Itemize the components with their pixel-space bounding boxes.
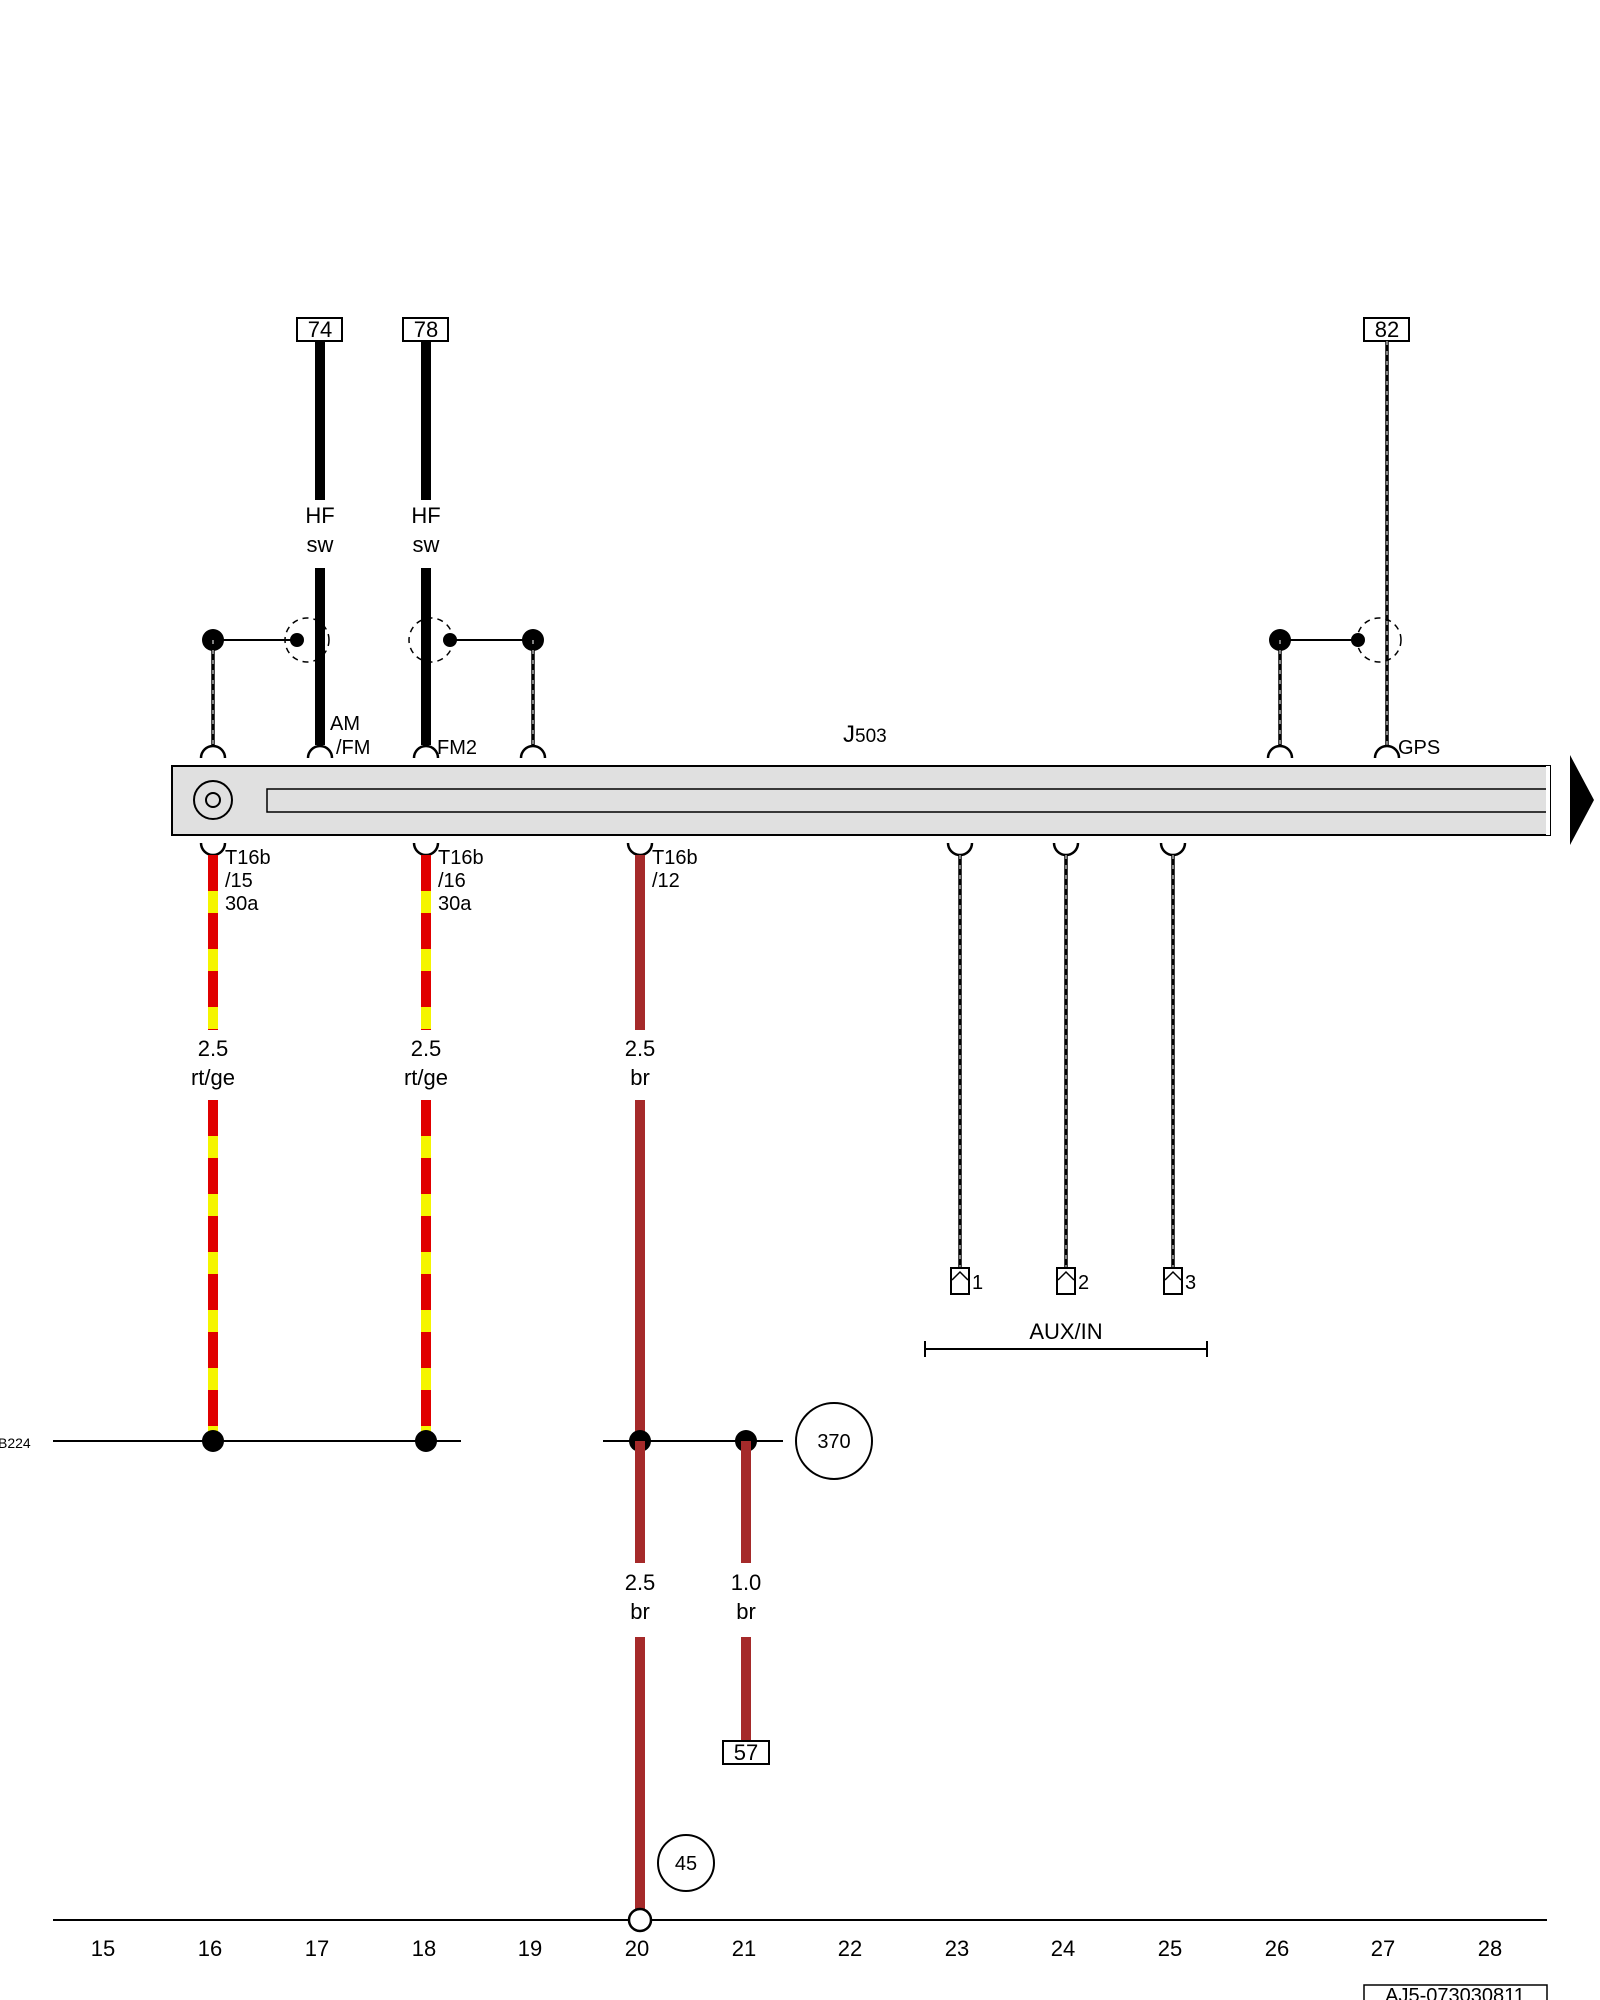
wire-size-label: 2.5 [625,1036,656,1061]
pin-label-fm: /FM [336,737,370,759]
top-connector-arcs [199,744,1401,759]
track-number: 17 [305,1936,329,1961]
wire-t16b-12[interactable]: T16b /12 2.5 br [625,847,698,1440]
wire-size-label: 1.0 [731,1570,762,1595]
antenna-wire-fm2[interactable]: HF sw FM2 [411,341,477,759]
track-number: 19 [518,1936,542,1961]
pin-label: /16 [438,870,466,892]
aux-pin-3-icon [1163,1267,1183,1295]
track-number: 20 [625,1936,649,1961]
component-j503[interactable]: J503 [171,721,1594,845]
ground-point-icon [627,1907,653,1933]
shield-mid [408,617,544,745]
continue-arrow-icon[interactable] [1570,755,1594,845]
wire-t16b-15[interactable]: T16b /15 30a 2.5 rt/ge [191,847,271,1440]
component-label: J503 [843,721,887,748]
component-marker-icon [193,780,233,820]
ref-78-label: 78 [414,317,438,342]
circle-ref-45[interactable]: 45 [657,1834,715,1892]
ref-box-74[interactable]: 74 [296,317,343,342]
pin-label: FM2 [437,737,477,759]
antenna-wire-gps[interactable]: GPS [1385,341,1440,759]
connector-label: T16b [225,847,271,869]
ref-box-78[interactable]: 78 [402,317,449,342]
circle-370-label: 370 [817,1431,850,1453]
wire-color-label: br [736,1599,756,1624]
terminal-label: 30a [438,893,472,915]
connector-label: T16b [438,847,484,869]
wire-type-label: HF [411,503,440,528]
wire-color-label: br [630,1065,650,1090]
aux-pin-1-icon [950,1267,970,1295]
track-number: 27 [1371,1936,1395,1961]
aux-pin-label: 3 [1185,1272,1196,1294]
shield-left [202,617,330,745]
wire-color-label: rt/ge [191,1065,235,1090]
aux-in-label: AUX/IN [1029,1319,1102,1344]
track-number: 21 [732,1936,756,1961]
circle-45-label: 45 [675,1853,697,1875]
wire-color-label: rt/ge [404,1065,448,1090]
ref-57-label: 57 [734,1740,758,1765]
ground-branch[interactable]: 2.5 br 1.0 br 57 370 45 [603,1402,873,1933]
track-number: 16 [198,1936,222,1961]
wire-t16b-16[interactable]: T16b /16 30a 2.5 rt/ge [404,847,484,1440]
ref-82-label: 82 [1375,317,1399,342]
shield-right [1269,617,1402,745]
wire-color-label: sw [307,532,334,557]
pin-label: GPS [1398,737,1440,759]
track-number: 15 [91,1936,115,1961]
ref-box-82[interactable]: 82 [1363,317,1410,342]
wire-type-label: HF [305,503,334,528]
aux-pin-2-icon [1056,1267,1076,1295]
track-number: 23 [945,1936,969,1961]
wire-color-label: br [630,1599,650,1624]
track-number: 25 [1158,1936,1182,1961]
aux-in-group[interactable]: 1 2 3 AUX/IN [924,855,1208,1357]
wire-size-label: 2.5 [625,1570,656,1595]
track-number: 28 [1478,1936,1502,1961]
connector-label: T16b [652,847,698,869]
track-number: 22 [838,1936,862,1961]
pin-label: /15 [225,870,253,892]
wire-size-label: 2.5 [198,1036,229,1061]
busbar-label: B224 [0,1435,31,1451]
wire-size-label: 2.5 [411,1036,442,1061]
antenna-wire-am-fm[interactable]: HF sw AM /FM [305,341,370,759]
pin-label-am: AM [330,713,360,735]
pin-label: /12 [652,870,680,892]
document-code: AJ5-073030811 [1363,1984,1548,2000]
track-number: 26 [1265,1936,1289,1961]
track-number: 18 [412,1936,436,1961]
ref-box-57[interactable]: 57 [722,1740,770,1765]
circle-ref-370[interactable]: 370 [795,1402,873,1480]
aux-pin-label: 1 [972,1272,983,1294]
doc-code-label: AJ5-073030811 [1385,1985,1525,2000]
track-number: 24 [1051,1936,1075,1961]
terminal-label: 30a [225,893,259,915]
busbar-b224[interactable]: B224 [0,1430,461,1452]
wire-color-label: sw [413,532,440,557]
ref-74-label: 74 [308,317,332,342]
track-numbers: 15 16 17 18 19 20 21 22 23 24 25 26 27 2… [91,1936,1502,1961]
aux-pin-label: 2 [1078,1272,1089,1294]
